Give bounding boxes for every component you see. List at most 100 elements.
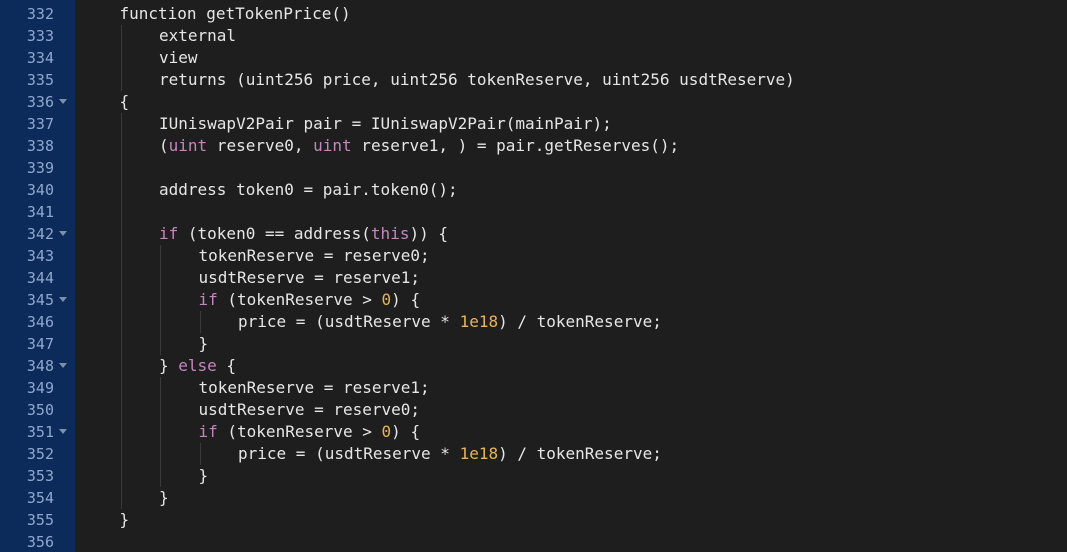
code-line[interactable]: 341 — [0, 201, 1067, 223]
keyword-token: if — [198, 290, 218, 309]
keyword-token: if — [159, 224, 179, 243]
code-text: } — [199, 333, 209, 355]
code-token: address token0 = pair.token0(); — [159, 180, 458, 199]
code-token: view — [159, 48, 198, 67]
code-token: ) / tokenReserve; — [498, 312, 662, 331]
code-text: function getTokenPrice() — [120, 3, 351, 25]
code-token: } — [159, 356, 179, 375]
code-token: { — [216, 356, 237, 375]
line-number: 345 — [26, 291, 54, 309]
code-text: external — [159, 25, 236, 47]
code-token: } — [159, 488, 169, 507]
code-token: function getTokenPrice() — [119, 4, 351, 23]
keyword-token: uint — [168, 136, 208, 155]
code-token: returns (uint256 price, uint256 tokenRes… — [159, 70, 795, 89]
indent-guide — [200, 443, 201, 465]
line-number: 351 — [26, 423, 54, 441]
code-line[interactable]: 336{ — [0, 91, 1067, 113]
code-text: (uint reserve0, uint reserve1, ) = pair.… — [159, 135, 679, 157]
code-token: tokenReserve = reserve1; — [198, 378, 430, 397]
line-number: 337 — [26, 115, 54, 133]
code-area[interactable] — [75, 0, 1067, 552]
indent-guide — [121, 113, 122, 509]
code-token: tokenReserve = reserve0; — [198, 246, 430, 265]
number-token: 1e18 — [459, 312, 499, 331]
code-token: ) / tokenReserve; — [498, 444, 662, 463]
code-text: if (tokenReserve > 0) { — [199, 421, 421, 443]
line-number: 333 — [26, 27, 54, 45]
line-number: 356 — [26, 533, 54, 551]
code-token: (tokenReserve > — [217, 422, 382, 441]
fold-arrow-icon[interactable] — [59, 429, 67, 434]
fold-arrow-icon[interactable] — [59, 297, 67, 302]
code-text: } else { — [159, 355, 236, 377]
code-line[interactable]: 351 if (tokenReserve > 0) { — [0, 421, 1067, 443]
code-line[interactable]: 349 tokenReserve = reserve1; — [0, 377, 1067, 399]
line-number: 334 — [26, 49, 54, 67]
line-number: 340 — [26, 181, 54, 199]
code-token: usdtReserve = reserve0; — [198, 400, 421, 419]
code-token: (token0 == address( — [178, 224, 371, 243]
code-text: usdtReserve = reserve1; — [199, 267, 421, 289]
code-line[interactable]: 354} — [0, 487, 1067, 509]
code-token: ) { — [391, 290, 421, 309]
line-number: 339 — [26, 159, 54, 177]
code-line[interactable]: 353} — [0, 465, 1067, 487]
code-token: reserve0, — [207, 136, 314, 155]
line-number: 342 — [26, 225, 54, 243]
line-number: 347 — [26, 335, 54, 353]
code-line[interactable]: 340 address token0 = pair.token0(); — [0, 179, 1067, 201]
fold-arrow-icon[interactable] — [59, 231, 67, 236]
code-text: } — [199, 465, 209, 487]
code-token: usdtReserve = reserve1; — [198, 268, 421, 287]
line-number: 354 — [26, 489, 54, 507]
code-token: IUniswapV2Pair pair = IUniswapV2Pair(mai… — [159, 114, 612, 133]
code-token: { — [119, 92, 130, 111]
code-text: view — [159, 47, 198, 69]
code-text: } — [120, 509, 130, 531]
code-line[interactable]: 337 IUniswapV2Pair pair = IUniswapV2Pair(… — [0, 113, 1067, 135]
code-line[interactable]: 356 — [0, 531, 1067, 552]
code-text: { — [120, 91, 130, 113]
code-token: )) { — [409, 224, 448, 243]
code-text: usdtReserve = reserve0; — [199, 399, 421, 421]
code-token: price = (usdtReserve * — [238, 444, 460, 463]
code-line[interactable]: 348} else { — [0, 355, 1067, 377]
indent-guide — [121, 25, 122, 91]
code-line[interactable]: 339 — [0, 157, 1067, 179]
line-number: 341 — [26, 203, 54, 221]
fold-arrow-icon[interactable] — [59, 99, 67, 104]
code-token: ( — [159, 136, 169, 155]
line-number: 349 — [26, 379, 54, 397]
line-number: 335 — [26, 71, 54, 89]
code-line[interactable]: 334 view — [0, 47, 1067, 69]
fold-arrow-icon[interactable] — [59, 363, 67, 368]
keyword-token: else — [178, 356, 217, 375]
number-token: 0 — [381, 422, 392, 441]
code-line[interactable]: 333 external — [0, 25, 1067, 47]
code-line[interactable]: 342 if (token0 == address(this)) { — [0, 223, 1067, 245]
code-line[interactable]: 347} — [0, 333, 1067, 355]
line-number: 355 — [26, 511, 54, 529]
keyword-token: if — [198, 422, 218, 441]
code-line[interactable]: 338 (uint reserve0, uint reserve1, ) = pa… — [0, 135, 1067, 157]
line-number: 338 — [26, 137, 54, 155]
code-token: } — [198, 334, 209, 353]
keyword-token: this — [370, 224, 410, 243]
code-line[interactable]: 335 returns (uint256 price, uint256 token… — [0, 69, 1067, 91]
code-text: IUniswapV2Pair pair = IUniswapV2Pair(mai… — [159, 113, 612, 135]
code-token: external — [159, 26, 237, 45]
code-text: if (token0 == address(this)) { — [159, 223, 448, 245]
code-line[interactable]: 355} — [0, 509, 1067, 531]
line-number: 353 — [26, 467, 54, 485]
code-token: (tokenReserve > — [217, 290, 382, 309]
code-token: reserve1, ) = pair.getReserves(); — [351, 136, 680, 155]
